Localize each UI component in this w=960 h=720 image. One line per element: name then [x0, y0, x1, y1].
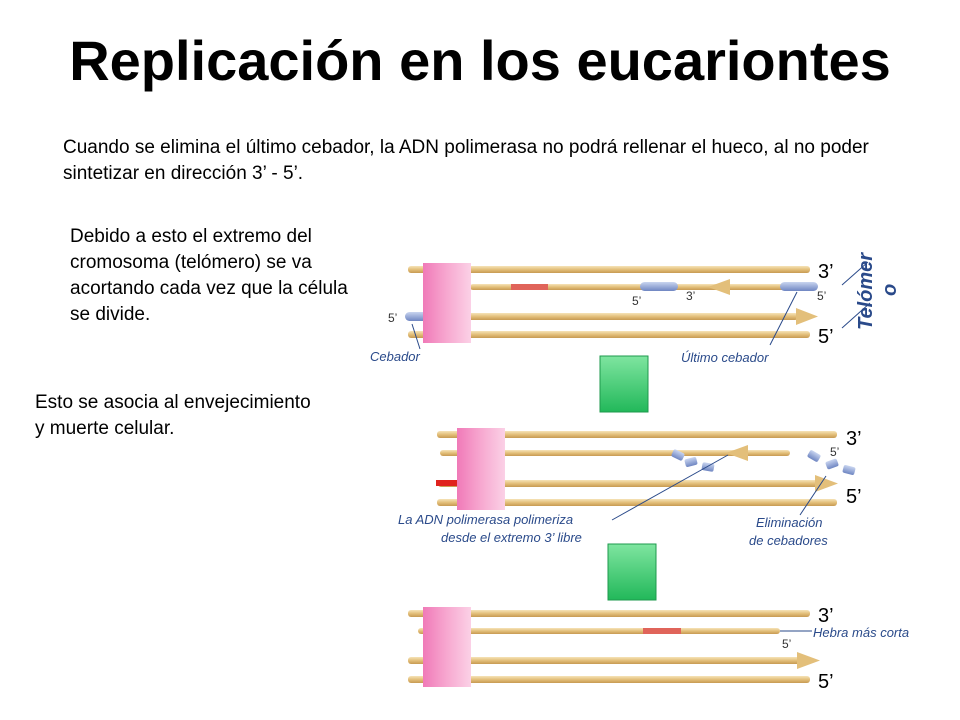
end-label-3prime: 3’ [818, 605, 834, 627]
pointer-line [799, 475, 827, 516]
panel-3: 3’ 5’ 5’ Hebra más corta [408, 605, 909, 693]
removed-primer [671, 449, 685, 461]
arrowhead [797, 652, 820, 669]
polymerase-note: desde el extremo 3’ libre [441, 530, 582, 545]
strand [440, 450, 790, 456]
panel-1: 3’ 5’ 5’ 5’ 3’ 5’ Cebador Último cebador… [370, 252, 901, 365]
page-title: Replicación en los eucariontes [69, 29, 891, 92]
removed-primer [825, 458, 839, 470]
intro-paragraph: Cuando se elimina el último cebador, la … [63, 137, 869, 184]
pointer-line [769, 291, 798, 346]
strand [408, 657, 800, 664]
strand [438, 480, 818, 487]
strand [408, 676, 810, 683]
label-5prime: 5’ [782, 637, 791, 651]
removed-primer [807, 450, 821, 462]
arrowhead [726, 445, 748, 461]
strand [408, 313, 798, 320]
removed-primer [842, 465, 856, 475]
telomere-label: Telómer [855, 252, 877, 330]
strand [408, 266, 810, 273]
removal-note: Eliminación [756, 515, 822, 530]
pink-block [423, 607, 471, 687]
primer [640, 282, 678, 291]
red-segment [511, 284, 548, 290]
process-box [599, 355, 649, 413]
polymerase-note: La ADN polimerasa polimeriza [398, 512, 573, 527]
pointer-line [841, 261, 869, 286]
strand [437, 499, 837, 506]
telomere-label-suffix: o [879, 284, 901, 296]
label-5prime: 5’ [817, 289, 826, 303]
strand [418, 628, 780, 634]
pointer-line [611, 454, 729, 521]
label-5prime: 5’ [632, 294, 641, 308]
removed-primer [684, 457, 698, 467]
pink-block [457, 428, 505, 510]
shorter-strand-note: Hebra más corta [813, 625, 909, 640]
primer-note: Cebador [370, 349, 421, 364]
arrowhead [796, 308, 818, 325]
process-box [607, 543, 657, 601]
end-label-3prime: 3’ [846, 428, 862, 450]
end-label-5prime: 5’ [846, 486, 862, 508]
pointer-line [411, 323, 421, 350]
pink-block [423, 263, 471, 343]
end-label-5prime: 5’ [818, 326, 834, 348]
red-segment [436, 480, 460, 486]
label-3prime: 3’ [686, 289, 695, 303]
strand [408, 331, 810, 338]
arrowhead [815, 475, 838, 492]
label-5prime: 5’ [388, 311, 397, 325]
strand [408, 610, 810, 617]
removal-note: de cebadores [749, 533, 828, 548]
strand [437, 431, 837, 438]
arrowhead [708, 279, 730, 295]
aging-paragraph: Esto se asocia al envejecimiento y muert… [35, 392, 311, 439]
label-5prime: 5’ [830, 445, 839, 459]
red-segment [643, 628, 681, 634]
end-label-3prime: 3’ [818, 261, 834, 283]
pointer-line [841, 302, 871, 329]
end-label-5prime: 5’ [818, 671, 834, 693]
telomere-paragraph: Debido a esto el extremo del cromosoma (… [70, 226, 348, 325]
last-primer [780, 282, 818, 291]
last-primer-note: Último cebador [681, 350, 769, 365]
panel-2: 3’ 5’ 5’ La ADN polimerasa polimeriza de… [398, 428, 862, 548]
